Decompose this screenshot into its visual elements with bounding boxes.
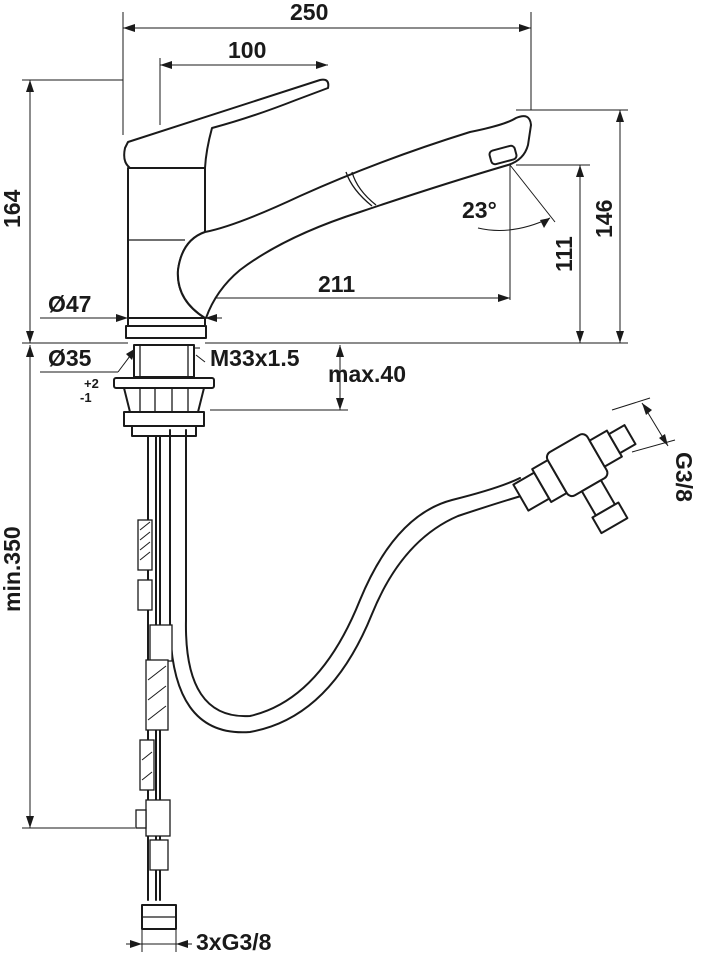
lever-handle bbox=[123, 78, 330, 169]
label-tolerance-lower: -1 bbox=[80, 390, 92, 405]
label-thread: M33x1.5 bbox=[210, 345, 300, 371]
pull-out-spout bbox=[176, 115, 532, 319]
label-total-height: 164 bbox=[0, 189, 25, 228]
supply-hoses bbox=[135, 429, 529, 930]
fixing-nut bbox=[123, 411, 205, 427]
dimension-labels: 250 100 164 146 111 23° 211 Ø47 Ø35 +2 -… bbox=[0, 0, 697, 955]
label-spray-angle: 23° bbox=[462, 197, 497, 223]
spray-head bbox=[488, 144, 518, 166]
label-body-diameter: Ø47 bbox=[48, 291, 91, 317]
label-overall-length: 250 bbox=[290, 0, 328, 25]
label-deck-thickness: max.40 bbox=[328, 361, 406, 387]
pull-out-hose bbox=[184, 429, 521, 718]
label-spout-reach: 211 bbox=[318, 271, 355, 297]
mounting-plate bbox=[113, 377, 215, 389]
label-connection-outlet: G3/8 bbox=[671, 452, 697, 502]
mounting-assembly bbox=[113, 344, 215, 437]
threaded-shank bbox=[133, 344, 195, 378]
label-hose-length: min.350 bbox=[0, 526, 25, 612]
label-lever-length: 100 bbox=[228, 37, 266, 63]
label-outlet-height: 146 bbox=[591, 200, 617, 238]
label-supply-connections: 3xG3/8 bbox=[196, 929, 272, 955]
connection-fitting bbox=[512, 424, 637, 535]
base-ring bbox=[127, 317, 206, 327]
faucet-body bbox=[123, 78, 532, 339]
label-spout-clearance: 111 bbox=[551, 236, 577, 272]
label-hole-diameter: Ø35 bbox=[48, 345, 92, 371]
dimension-lines bbox=[22, 12, 676, 952]
label-tolerance-upper: +2 bbox=[84, 376, 99, 391]
